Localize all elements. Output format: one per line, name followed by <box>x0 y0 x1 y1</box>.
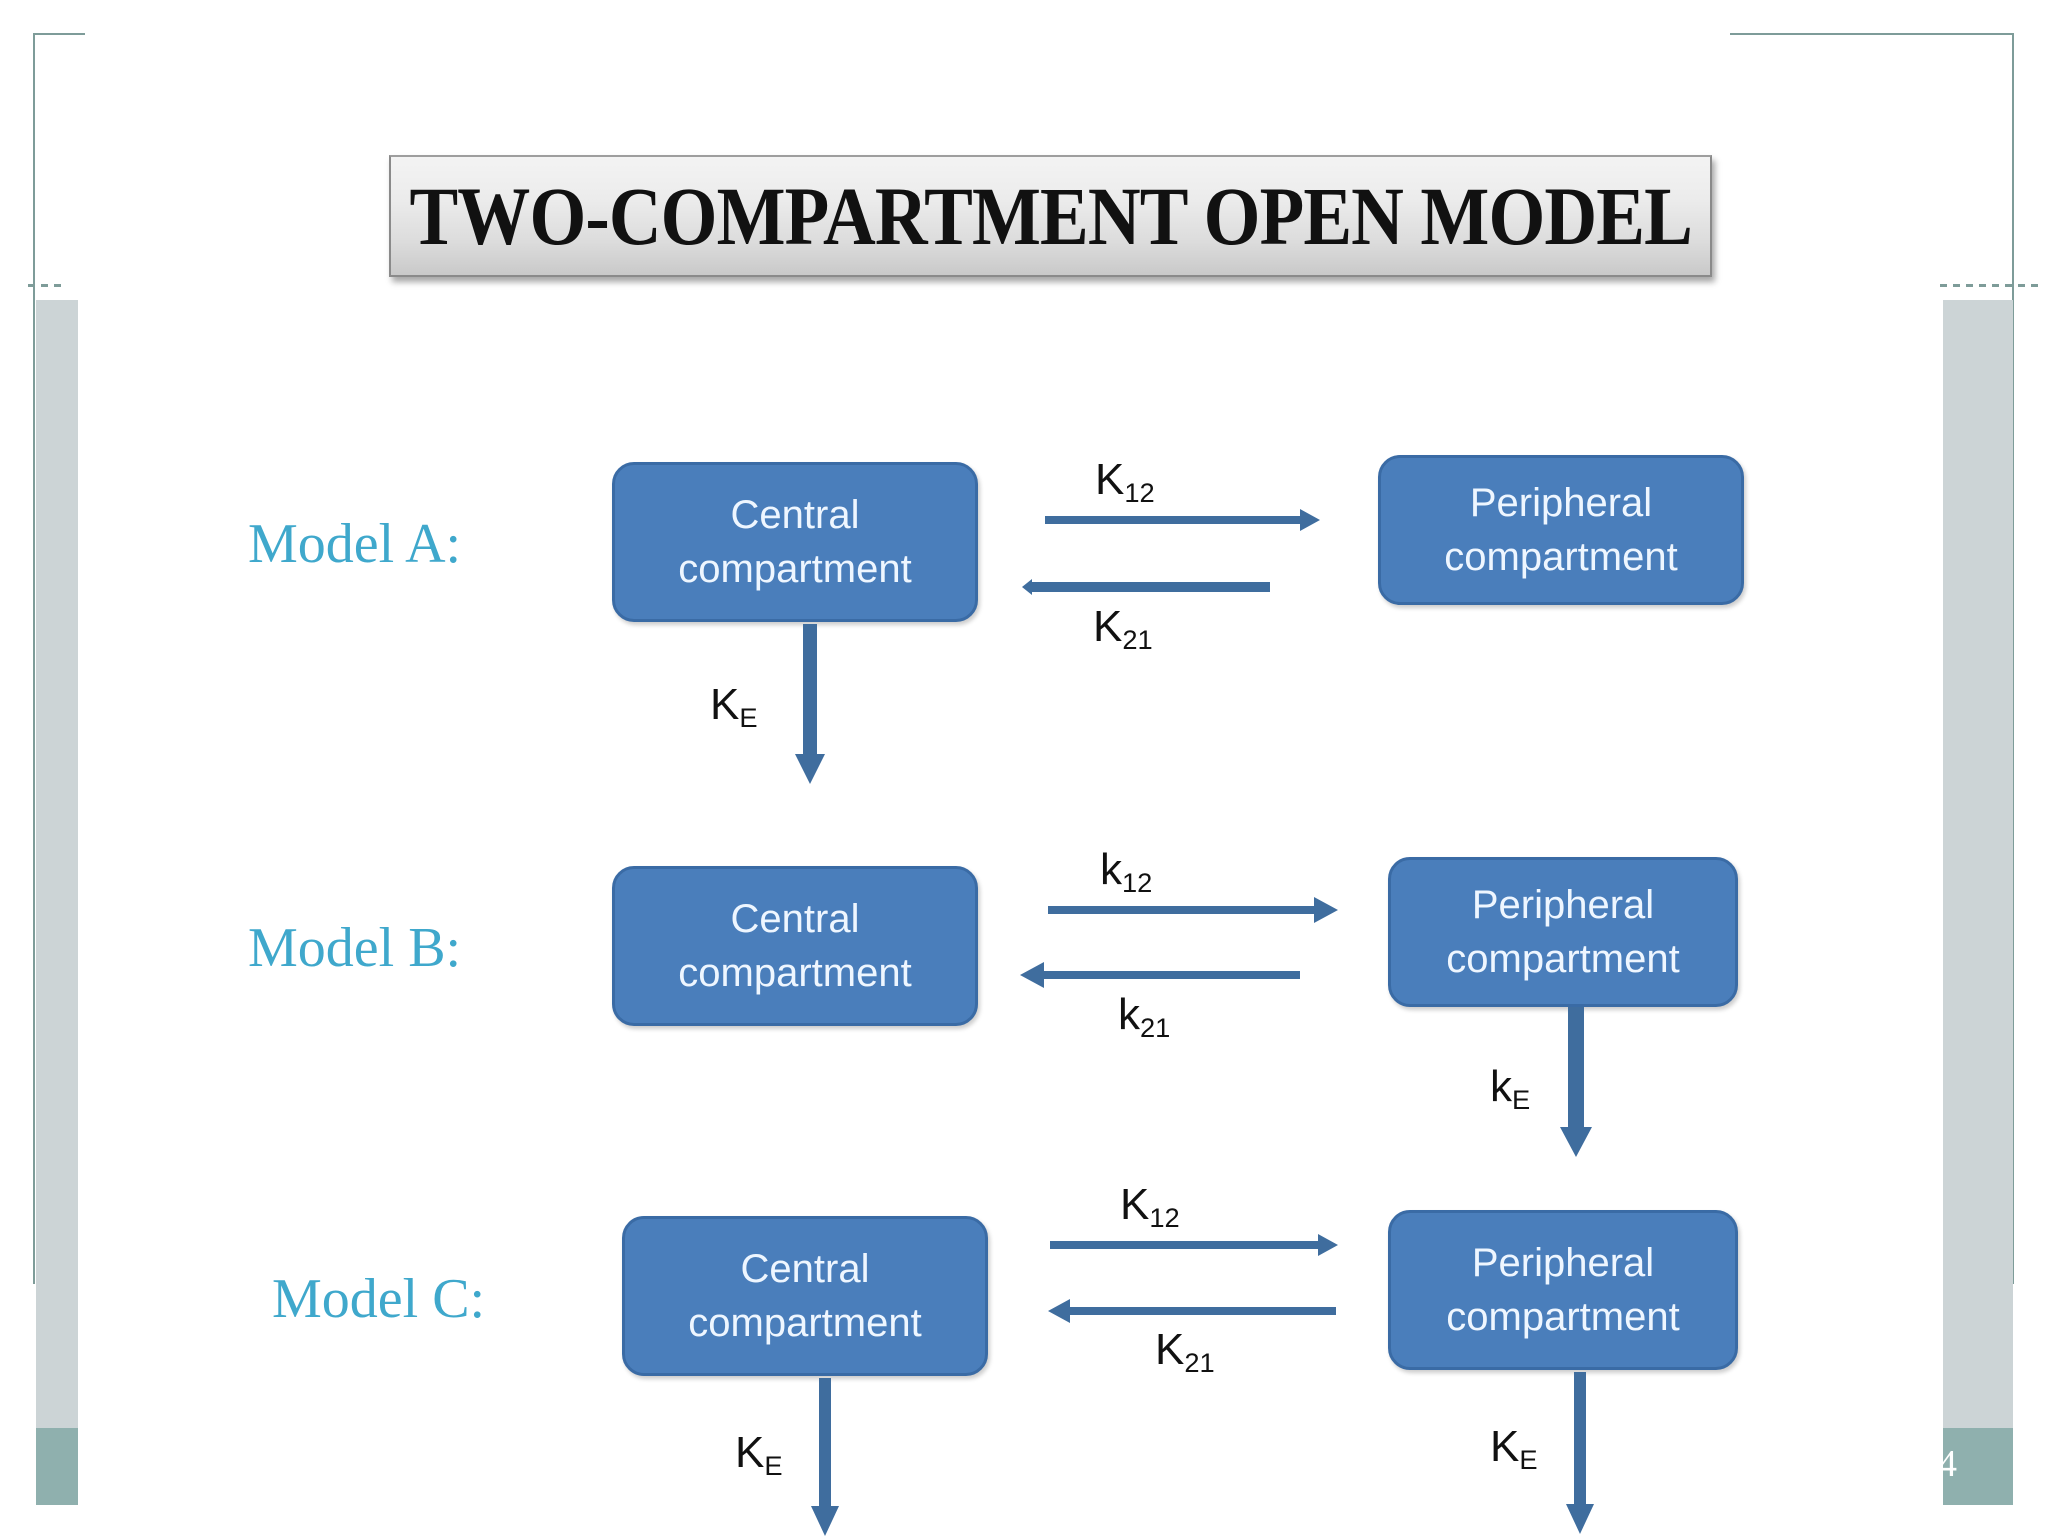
slide-frame-right-rule <box>2012 34 2014 1284</box>
rate-subscript: 12 <box>1149 1202 1180 1234</box>
compartment-line-1: Central <box>730 897 860 941</box>
rate-subscript: E <box>764 1450 783 1482</box>
model-a-forward-arrow <box>1045 505 1320 535</box>
model-b-peripheral-compartment[interactable]: Peripheral compartment <box>1388 857 1738 1007</box>
rate-base: K <box>1155 1325 1185 1374</box>
rate-base: k <box>1490 1062 1512 1111</box>
model-a-label: Model A: <box>248 513 462 575</box>
rate-base: K <box>1093 602 1123 651</box>
compartment-line-2: compartment <box>1444 535 1678 579</box>
compartment-line-2: compartment <box>678 951 912 995</box>
rate-base: K <box>1490 1422 1520 1471</box>
compartment-line-1: Peripheral <box>1471 1241 1655 1285</box>
model-b-peripheral-elimination-arrow <box>1556 1007 1596 1157</box>
model-c-reverse-rate-label: K21 <box>1155 1325 1215 1379</box>
compartment-line-1: Central <box>730 493 860 537</box>
rate-base: K <box>710 680 740 729</box>
sidebar-band-left-upper <box>36 300 78 1428</box>
rate-base: k <box>1100 845 1122 894</box>
rate-subscript: 21 <box>1140 1012 1171 1044</box>
model-c-label: Model C: <box>272 1268 486 1330</box>
slide-frame-top-right-rule <box>1730 33 2014 35</box>
page-title: TWO-COMPARTMENT OPEN MODEL <box>409 170 1692 262</box>
rate-subscript: 12 <box>1122 867 1153 899</box>
model-b-label: Model B: <box>248 917 462 979</box>
model-b-reverse-arrow <box>1020 960 1300 990</box>
rate-base: k <box>1118 990 1140 1039</box>
model-a-forward-rate-label: K12 <box>1095 455 1155 509</box>
model-a-reverse-rate-label: K21 <box>1093 602 1153 656</box>
model-c-forward-rate-label: K12 <box>1120 1180 1180 1234</box>
page-number: 4 <box>1938 1443 1957 1485</box>
compartment-line-2: compartment <box>688 1301 922 1345</box>
sidebar-band-left-lower <box>36 1428 78 1505</box>
rate-base: K <box>735 1428 765 1477</box>
model-b-central-compartment[interactable]: Central compartment <box>612 866 978 1026</box>
model-c-reverse-arrow <box>1048 1296 1336 1326</box>
model-c-peripheral-compartment[interactable]: Peripheral compartment <box>1388 1210 1738 1370</box>
sidebar-band-right-lower <box>1943 1428 2013 1505</box>
model-a-central-elimination-arrow <box>790 624 830 784</box>
model-c-central-compartment[interactable]: Central compartment <box>622 1216 988 1376</box>
model-c-peripheral-elimination-arrow <box>1560 1372 1600 1536</box>
rate-subscript: E <box>1519 1444 1538 1476</box>
rate-subscript: 21 <box>1122 624 1153 656</box>
rate-subscript: 21 <box>1184 1347 1215 1379</box>
compartment-line-2: compartment <box>678 547 912 591</box>
model-b-forward-rate-label: k12 <box>1100 845 1153 899</box>
model-b-elimination-rate-label: kE <box>1490 1062 1531 1116</box>
compartment-line-2: compartment <box>1446 937 1680 981</box>
compartment-line-1: Peripheral <box>1471 883 1655 927</box>
model-a-peripheral-compartment[interactable]: Peripheral compartment <box>1378 455 1744 605</box>
compartment-line-1: Peripheral <box>1469 481 1653 525</box>
slide-title-box: TWO-COMPARTMENT OPEN MODEL <box>389 155 1712 277</box>
rate-subscript: E <box>1512 1084 1531 1116</box>
model-c-peripheral-elimination-rate-label: KE <box>1490 1422 1538 1476</box>
model-a-elimination-rate-label: KE <box>710 680 758 734</box>
slide-frame-left-rule <box>33 34 35 1284</box>
compartment-line-2: compartment <box>1446 1295 1680 1339</box>
model-a-reverse-arrow <box>1022 575 1270 605</box>
sidebar-band-right-upper <box>1943 300 2013 1428</box>
model-c-central-elimination-arrow <box>805 1378 845 1538</box>
model-a-central-compartment[interactable]: Central compartment <box>612 462 978 622</box>
compartment-line-1: Central <box>740 1247 870 1291</box>
model-b-forward-arrow <box>1048 895 1338 925</box>
slide-frame-top-left-rule <box>33 33 85 35</box>
rate-base: K <box>1095 455 1125 504</box>
dashed-divider-left <box>28 284 66 287</box>
model-c-forward-arrow <box>1050 1230 1338 1260</box>
rate-base: K <box>1120 1180 1150 1229</box>
dashed-divider-right <box>1940 284 2044 287</box>
model-c-central-elimination-rate-label: KE <box>735 1428 783 1482</box>
rate-subscript: 12 <box>1124 477 1155 509</box>
model-b-reverse-rate-label: k21 <box>1118 990 1171 1044</box>
rate-subscript: E <box>739 702 758 734</box>
